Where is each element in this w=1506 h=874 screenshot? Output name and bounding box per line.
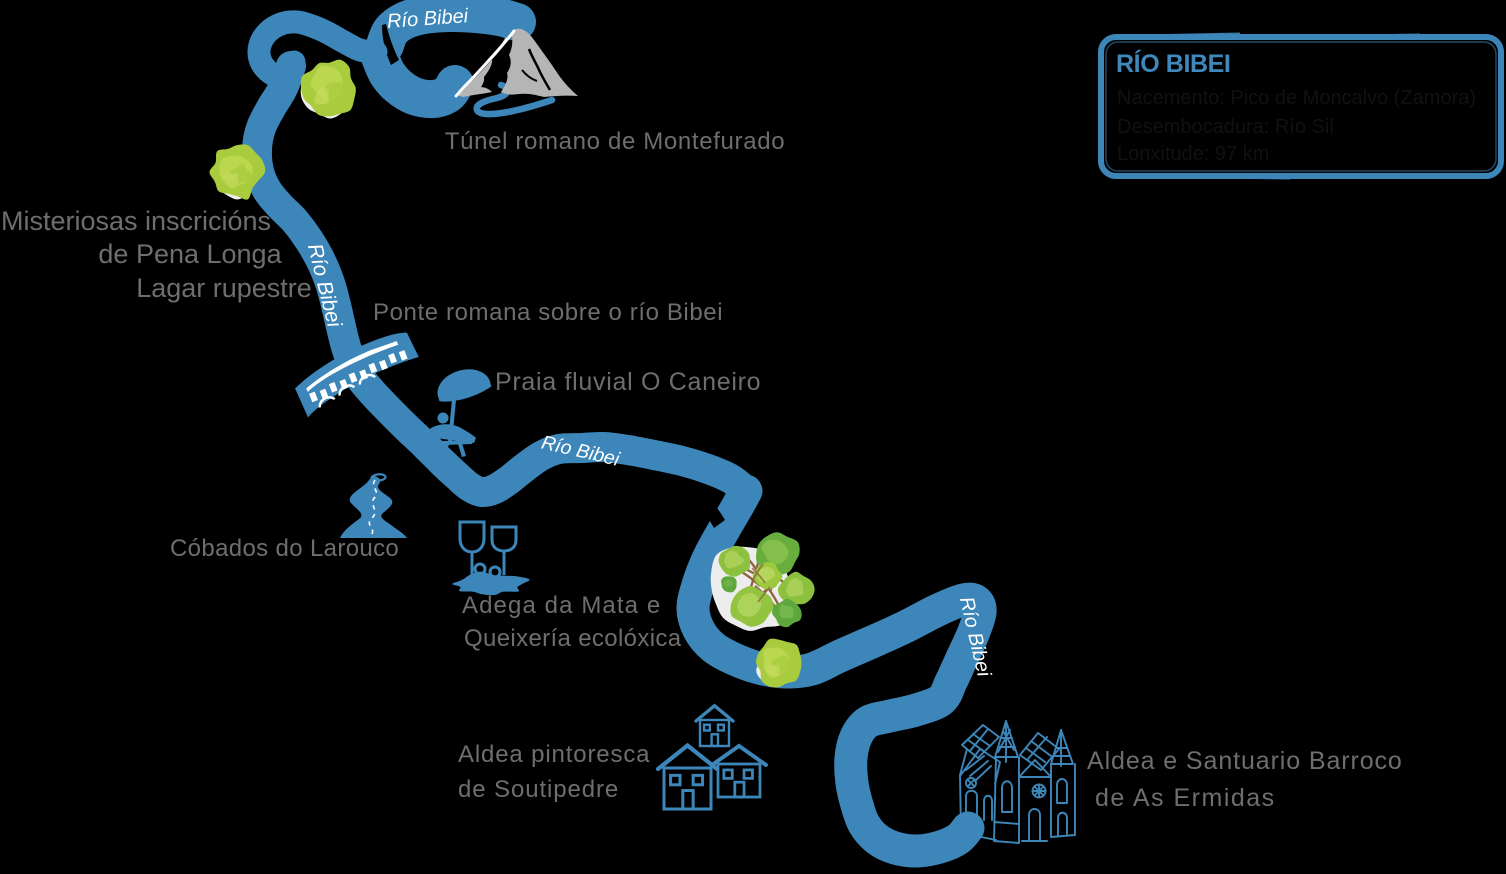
svg-text:Adega da Mata e: Adega da Mata e <box>462 592 661 619</box>
svg-text:de Pena Longa: de Pena Longa <box>98 239 282 269</box>
svg-text:Aldea e Santuario Barroco: Aldea e Santuario Barroco <box>1087 747 1403 775</box>
svg-text:de As Ermidas: de As Ermidas <box>1095 784 1276 812</box>
svg-text:Nacemento: Pico de Moncalvo (Z: Nacemento: Pico de Moncalvo (Zamora) <box>1117 87 1476 109</box>
svg-text:RÍO BIBEI: RÍO BIBEI <box>1116 49 1230 78</box>
svg-text:Túnel romano de Montefurado: Túnel romano de Montefurado <box>445 128 785 155</box>
svg-text:Cóbados do Larouco: Cóbados do Larouco <box>170 535 399 562</box>
svg-text:Desembocadura: Río Sil: Desembocadura: Río Sil <box>1117 116 1334 138</box>
svg-text:Lagar rupestre: Lagar rupestre <box>136 273 312 303</box>
svg-text:Praia fluvial O Caneiro: Praia fluvial O Caneiro <box>495 368 761 396</box>
svg-text:de Soutipedre: de Soutipedre <box>458 776 619 803</box>
svg-text:Ponte romana sobre o río Bibei: Ponte romana sobre o río Bibei <box>373 299 723 326</box>
svg-text:Misteriosas inscricións: Misteriosas inscricións <box>1 206 271 236</box>
svg-text:Aldea pintoresca: Aldea pintoresca <box>458 741 650 768</box>
svg-text:Lonxitude: 97 km: Lonxitude: 97 km <box>1117 143 1269 165</box>
svg-text:Queixería ecolóxica: Queixería ecolóxica <box>464 625 682 652</box>
